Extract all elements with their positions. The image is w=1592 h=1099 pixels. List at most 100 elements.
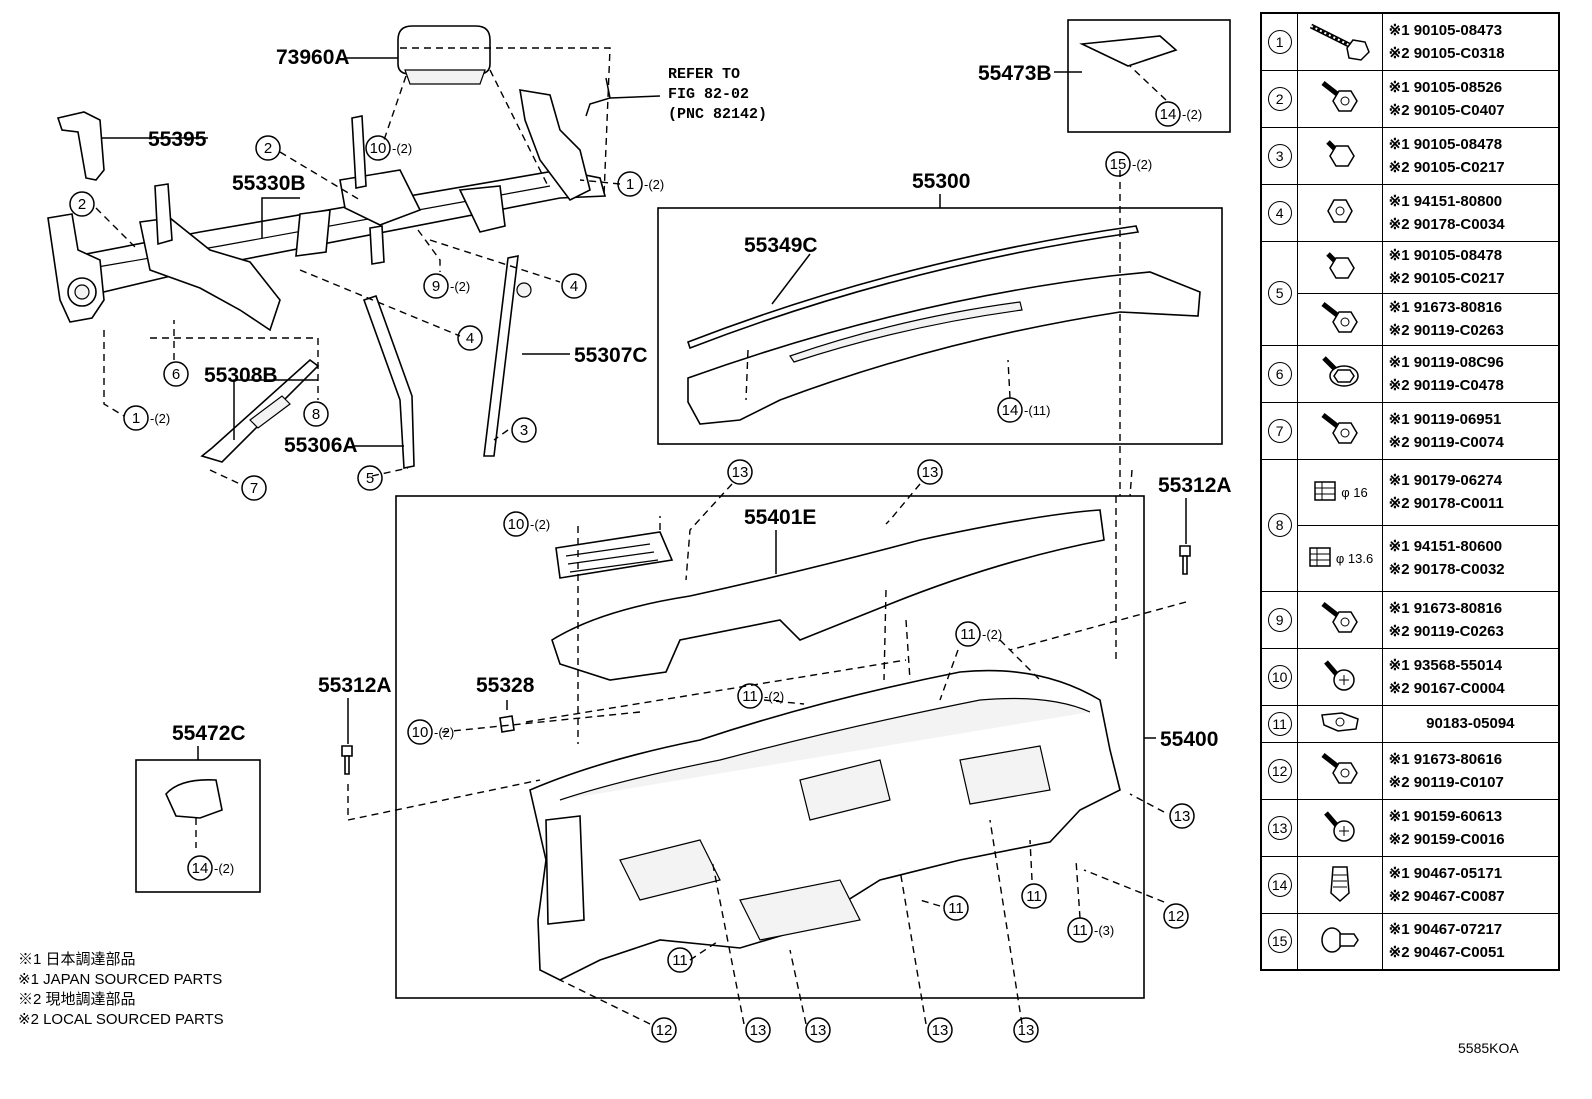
part-image — [1297, 240, 1383, 294]
parts-row: ※1 91673-80816※2 90119-C0263 — [1261, 292, 1560, 346]
part-image — [1297, 704, 1383, 743]
parts-row: 2 ※1 90105-08526 ※2 90105-C0407 — [1260, 69, 1560, 128]
part-image — [1297, 69, 1383, 128]
svg-text:13: 13 — [1174, 808, 1191, 825]
svg-text:13: 13 — [922, 464, 939, 481]
part-number-local: ※2 90105-C0407 — [1388, 101, 1505, 119]
svg-text:4: 4 — [570, 278, 578, 295]
svg-text:-(2): -(2) — [214, 861, 234, 876]
part-number-local: ※2 90178-C0011 — [1388, 495, 1504, 512]
label-55300: 55300 — [912, 170, 970, 193]
parts-row: 12※1 91673-80616※2 90119-C0107 — [1260, 741, 1560, 800]
svg-text:-(2): -(2) — [1182, 107, 1202, 122]
part-image: φ 16 — [1297, 458, 1383, 526]
callout-12-b: 12 — [651, 1017, 677, 1043]
key-number: 6 — [1267, 361, 1292, 386]
part-number-local: ※2 90119-C0263 — [1388, 622, 1504, 640]
svg-text:13: 13 — [1018, 1022, 1035, 1039]
callout-4-b: 4 — [457, 325, 483, 351]
callouts: 1-(2) 1-(2) 2 2 3 4 4 5 6 7 8 9-(2) 10-(… — [69, 101, 1202, 1043]
row-key: 2 — [1260, 69, 1299, 128]
bolt-icon — [1317, 598, 1363, 641]
row-key: 1 — [1260, 12, 1299, 71]
svg-text:5: 5 — [366, 470, 374, 487]
row-key: 3 — [1260, 126, 1299, 185]
part-number-local: ※2 90105-C0217 — [1388, 270, 1505, 287]
part-number-japan: 90183-05094 — [1426, 715, 1515, 732]
label-55401E: 55401E — [744, 506, 816, 529]
part-number-japan: ※1 90179-06274 — [1388, 472, 1503, 489]
part-number-local: ※2 90119-C0074 — [1388, 433, 1504, 451]
reference-line-3: (PNC 82142) — [668, 106, 767, 123]
airbag-module — [397, 25, 491, 85]
part-image — [1297, 741, 1383, 800]
push-clip-icon — [1318, 922, 1362, 961]
label-55349C: 55349C — [744, 234, 818, 257]
clip-nut-icon — [1318, 709, 1362, 738]
svg-text:13: 13 — [750, 1022, 767, 1039]
bolt-icon — [1317, 77, 1363, 120]
part-image — [1297, 590, 1383, 649]
key-number: 4 — [1267, 200, 1292, 225]
svg-text:13: 13 — [732, 464, 749, 481]
parts-row: 6※1 90119-08C96※2 90119-C0478 — [1260, 344, 1560, 403]
reinforcement-assembly — [47, 89, 607, 332]
part-numbers: ※1 90179-06274 ※2 90178-C0011 — [1381, 458, 1560, 526]
short-bolt-icon — [1320, 248, 1360, 287]
svg-text:4: 4 — [466, 330, 474, 347]
legend-line-1: ※1 日本調達部品 — [18, 951, 136, 968]
callout-11-a: 11-(2) — [955, 621, 1002, 647]
part-number-local: ※2 90105-C0217 — [1388, 158, 1505, 176]
sourcing-legend: ※1 日本調達部品 ※1 JAPAN SOURCED PARTS ※2 現地調達… — [18, 950, 318, 1030]
part-numbers: ※1 90159-60613※2 90159-C0016 — [1381, 798, 1560, 857]
box-55473B — [1067, 19, 1231, 133]
svg-text:-(2): -(2) — [434, 725, 454, 740]
label-55400: 55400 — [1160, 728, 1218, 751]
screw-icon — [1320, 656, 1360, 697]
key-number: 11 — [1267, 711, 1292, 736]
svg-text:-(2): -(2) — [1132, 157, 1152, 172]
part-number-local: ※2 90467-C0051 — [1388, 944, 1505, 962]
key-number: 15 — [1267, 929, 1292, 954]
callout-11-f: 11-(3) — [1067, 917, 1114, 943]
legend-line-4: ※2 LOCAL SOURCED PARTS — [18, 1011, 224, 1028]
svg-text:11: 11 — [1026, 888, 1042, 905]
svg-text:11: 11 — [948, 900, 964, 917]
part-numbers: ※1 91673-80816※2 90119-C0263 — [1381, 590, 1560, 649]
svg-text:10: 10 — [370, 140, 387, 157]
legend-line-2: ※1 JAPAN SOURCED PARTS — [18, 971, 223, 988]
parts-row: 11 90183-05094 — [1260, 704, 1560, 743]
svg-text:11: 11 — [672, 952, 688, 969]
svg-text:-(3): -(3) — [1094, 923, 1114, 938]
parts-row: 4 ※1 94151-80800※2 90178-C0034 — [1260, 183, 1560, 242]
callout-8: 8 — [303, 401, 329, 427]
part-number-japan: ※1 94151-80800 — [1388, 192, 1503, 210]
key-number: 12 — [1267, 758, 1292, 783]
svg-text:-(2): -(2) — [764, 689, 784, 704]
callout-11-b: 11-(2) — [737, 683, 784, 709]
row-key: 8 — [1260, 458, 1299, 592]
part-numbers: ※1 94151-80800※2 90178-C0034 — [1381, 183, 1560, 242]
callout-12-a: 12 — [1163, 903, 1189, 929]
part-numbers: ※1 93568-55014※2 90167-C0004 — [1381, 647, 1560, 706]
part-number-japan: ※1 90159-60613 — [1388, 807, 1503, 825]
duct — [555, 531, 674, 579]
callout-13-b: 13 — [917, 459, 943, 485]
bolt-55312A-left — [341, 745, 353, 775]
callout-13-c: 13 — [1169, 803, 1195, 829]
key-number: 2 — [1267, 86, 1292, 111]
row-key: 10 — [1260, 647, 1299, 706]
row-key: 14 — [1260, 855, 1299, 914]
key-number: 14 — [1267, 872, 1292, 897]
parts-row: 5※1 90105-08478※2 90105-C0217 — [1260, 240, 1560, 346]
parts-row: 1※1 90105-08473※2 90105-C0318 — [1260, 12, 1560, 71]
key-number: 5 — [1267, 281, 1292, 305]
part-number-japan: ※1 90105-08526 — [1388, 78, 1503, 96]
key-number: 1 — [1267, 29, 1292, 54]
fastener-parts-table: 1※1 90105-08473※2 90105-C0318 2 ※1 90105-0… — [1260, 12, 1560, 971]
diagram-code: 5585KOA — [1458, 1040, 1519, 1056]
callout-13-e: 13 — [805, 1017, 831, 1043]
svg-text:-(2): -(2) — [982, 627, 1002, 642]
callout-6: 6 — [163, 361, 189, 387]
instrument-panel-55400 — [529, 669, 1121, 981]
